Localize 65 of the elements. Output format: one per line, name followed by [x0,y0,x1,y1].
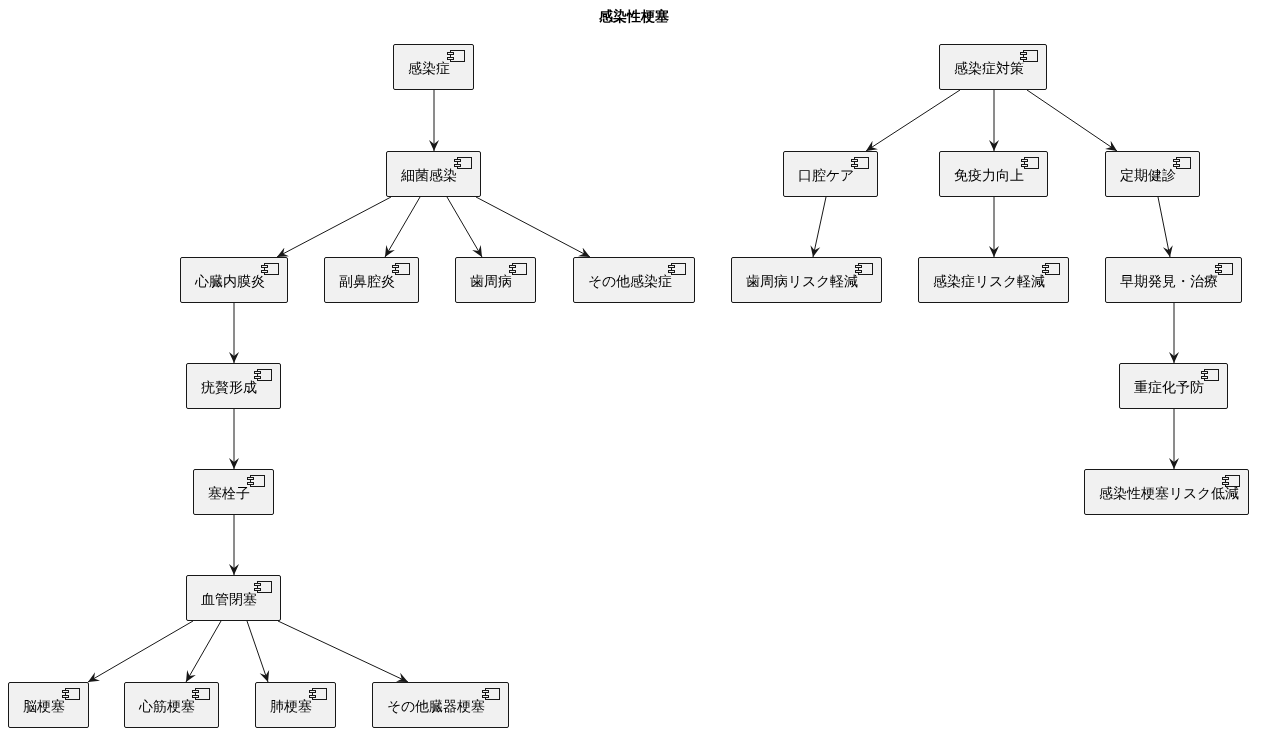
component-box [186,575,281,621]
component-box [393,44,474,90]
component-box [8,682,89,728]
component-box [1084,469,1249,515]
component-label: 早期発見・治療 [1120,273,1218,289]
arrow [185,620,222,683]
component-box [939,44,1047,90]
component-box [372,682,509,728]
component-box [124,682,219,728]
component-label: 脳梗塞 [23,698,65,714]
arrow [229,408,239,470]
component-label: 心筋梗塞 [139,698,195,714]
arrow [1026,89,1118,152]
component-label: 血管閉塞 [201,591,257,607]
diagram-title: 感染性梗塞 [599,8,669,26]
arrow [989,196,999,258]
component-box [324,257,419,303]
component-box [918,257,1069,303]
arrow [276,196,392,258]
component-label: 定期健診 [1120,167,1176,183]
component-box [783,151,878,197]
component-label: 塞栓子 [208,485,250,501]
component-label: 重症化予防 [1134,379,1204,395]
component-label: 細菌感染 [401,167,457,183]
arrow [229,302,239,364]
arrow [384,196,421,258]
arrow [446,196,483,258]
component-label: 感染症 [408,60,450,76]
arrow [246,620,270,683]
component-box [180,257,288,303]
arrow [865,89,961,152]
component-box [193,469,274,515]
component-box [455,257,536,303]
component-box [186,363,281,409]
component-label: 心臓内膜炎 [195,273,265,289]
component-box [731,257,882,303]
arrow [87,620,194,683]
component-box [1119,363,1228,409]
component-label: 免疫力向上 [954,167,1024,183]
arrow [1169,302,1179,364]
component-label: 感染性梗塞リスク低減 [1099,485,1239,501]
component-box [1105,257,1242,303]
component-box [386,151,481,197]
component-box [1105,151,1200,197]
arrow [1157,196,1173,258]
arrow [810,196,827,258]
arrow [229,514,239,576]
component-label: 感染症リスク軽減 [933,273,1045,289]
component-label: 歯周病リスク軽減 [746,273,858,289]
component-label: 肺梗塞 [270,698,312,714]
arrow [1169,408,1179,470]
component-box [255,682,336,728]
component-box [939,151,1048,197]
arrow [429,89,439,152]
component-label: 感染症対策 [954,60,1024,76]
arrow [989,89,999,152]
component-label: その他感染症 [588,273,672,289]
component-label: 歯周病 [470,273,512,289]
component-box [573,257,695,303]
component-label: 副鼻腔炎 [339,273,395,289]
component-label: 口腔ケア [798,167,854,183]
component-label: その他臓器梗塞 [387,698,485,714]
arrow [475,196,591,258]
component-label: 疣贅形成 [201,379,257,395]
arrow [277,620,409,683]
